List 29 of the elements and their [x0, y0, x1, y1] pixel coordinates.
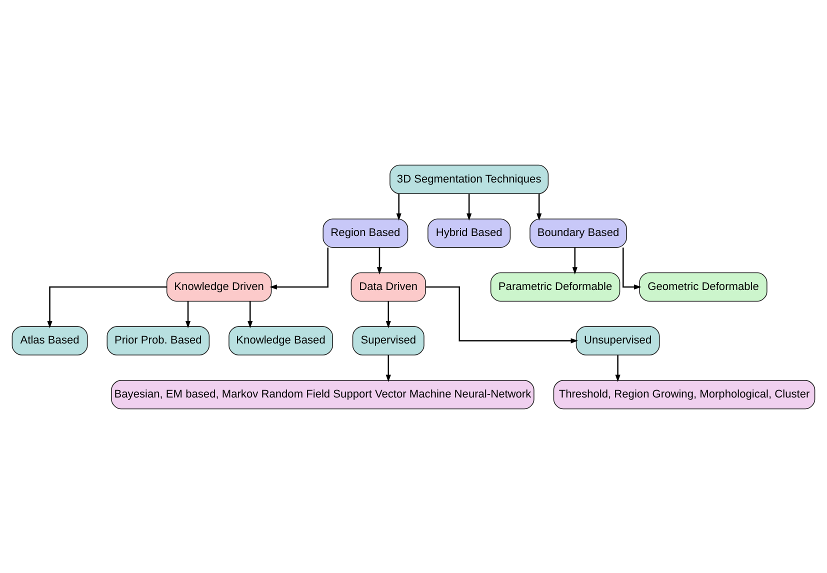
node-box: Data Driven: [350, 272, 426, 302]
node-box: Prior Prob. Based: [106, 326, 210, 355]
arrow: [615, 354, 620, 382]
arrow: [386, 300, 391, 328]
node-box: Parametric Deformable: [490, 272, 620, 302]
node-box: Geometric Deformable: [639, 272, 768, 302]
node-box: 3D Segmentation Techniques: [390, 164, 549, 194]
arrow: [622, 247, 642, 290]
arrow: [396, 193, 402, 220]
node-box: Threshold, Region Growing, Morphological, Cluster: [553, 379, 816, 409]
node-box: Knowledge Driven: [166, 272, 272, 302]
arrow: [248, 300, 253, 328]
node-box: Knowledge Based: [228, 326, 333, 355]
node-box: Atlas Based: [12, 326, 88, 355]
node-box: Region Based: [322, 218, 408, 248]
arrow: [47, 286, 167, 328]
arrow: [572, 247, 578, 274]
node-box: Boundary Based: [530, 218, 627, 248]
arrow: [536, 193, 542, 220]
node-box: Bayesian, EM based, Markov Random Field Support Vector Machine Neural-Network: [111, 379, 534, 409]
arrow: [376, 247, 382, 274]
arrow: [270, 247, 328, 290]
node-box: Supervised: [352, 326, 424, 355]
node-box: Hybrid Based: [428, 218, 511, 248]
node-box: Unsupervised: [576, 326, 660, 355]
arrow: [185, 300, 191, 328]
arrow: [466, 193, 472, 220]
arrow: [386, 354, 391, 382]
arrow: [426, 286, 578, 343]
